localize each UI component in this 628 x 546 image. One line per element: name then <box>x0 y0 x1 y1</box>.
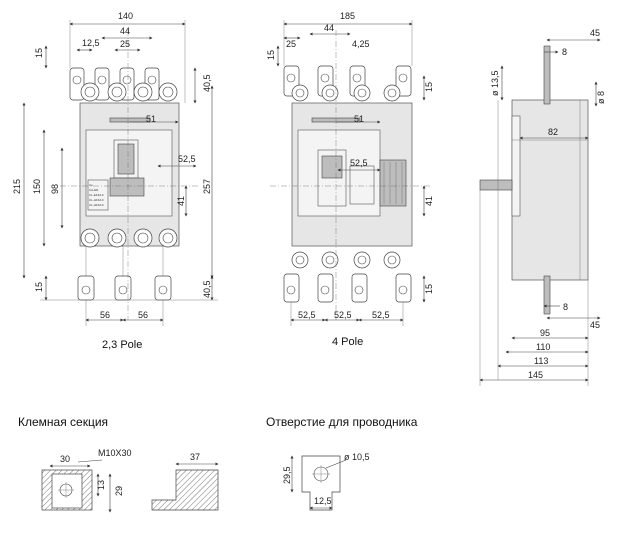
dim-52-5-p1: 52,5 <box>298 310 316 320</box>
dim-d10-5: ø 10,5 <box>344 452 370 462</box>
side-bottom-terminal <box>543 275 551 315</box>
dim-185: 185 <box>340 11 355 21</box>
dim-52-5-p2: 52,5 <box>334 310 352 320</box>
dim-15-bottom-4: 15 <box>424 284 434 294</box>
dim-113: 113 <box>534 356 548 366</box>
dim-12-5: 12,5 <box>82 38 100 48</box>
dim-13: 13 <box>96 480 106 490</box>
side-top-terminal <box>543 45 551 105</box>
nameplate-line-2: CA-ER <box>89 188 99 192</box>
nameplate-23 <box>87 179 109 211</box>
caption-4-pole: 4 Pole <box>332 336 363 348</box>
dim-8-bottom: 8 <box>563 302 568 312</box>
view-front-4-pole: 185 25 44 4,25 15 15 51 52,5 41 15 52,5 … <box>266 11 434 348</box>
terminal-section: Клемная секция 30 M10X30 13 29 37 <box>18 415 219 513</box>
terminal-section-title: Клемная секция <box>18 415 108 429</box>
terminal-slot <box>51 473 83 509</box>
side-body <box>511 99 589 281</box>
dim-215: 215 <box>12 179 22 194</box>
view-side: 45 8 ø 13,5 ø 8 82 8 45 95 110 113 145 <box>479 28 606 386</box>
side-module-4 <box>379 159 407 207</box>
dim-40-5-bottom: 40,5 <box>202 280 212 298</box>
dim-110: 110 <box>536 342 550 352</box>
dim-12-5-hole: 12,5 <box>314 496 332 506</box>
dim-d13-5: ø 13,5 <box>490 70 500 96</box>
handle-slot-23 <box>109 117 151 123</box>
dim-15-bottom-23: 15 <box>34 282 44 292</box>
bottom-tab-3 <box>154 275 172 301</box>
dim-52-5-4: 52,5 <box>350 158 368 168</box>
dim-40-5-top: 40,5 <box>202 74 212 92</box>
dim-25-4: 25 <box>286 39 296 49</box>
dim-15-top-4: 15 <box>266 50 276 60</box>
dim-52-5-p3: 52,5 <box>372 310 390 320</box>
caption-2-3-pole: 2,3 Pole <box>102 339 142 351</box>
dim-29: 29 <box>114 486 124 496</box>
nameplate-line-4: CL-HF10-F <box>89 198 104 202</box>
dim-37: 37 <box>190 452 200 462</box>
dim-41-23: 41 <box>176 196 186 206</box>
side-handle <box>479 179 513 191</box>
dim-52-5-23: 52,5 <box>178 154 196 164</box>
side-front-step <box>511 115 521 217</box>
dim-56-right: 56 <box>138 310 148 320</box>
dim-8-top: 8 <box>562 47 567 57</box>
dim-150: 150 <box>32 179 42 194</box>
dim-4-25: 4,25 <box>352 39 370 49</box>
dim-140: 140 <box>118 11 133 21</box>
nameplate-line-5: CL-HF10-F <box>89 203 104 207</box>
dim-82: 82 <box>548 127 558 137</box>
dim-15-right-4: 15 <box>424 82 434 92</box>
bottom-tab-2 <box>114 275 132 301</box>
dim-44-4: 44 <box>324 23 334 33</box>
toggle-lever-23 <box>117 143 135 175</box>
trip-unit-23 <box>109 177 145 197</box>
dim-29-5: 29,5 <box>282 466 292 484</box>
dim-56-left: 56 <box>100 310 110 320</box>
dim-d8: ø 8 <box>596 91 606 104</box>
dim-44-23: 44 <box>120 26 130 36</box>
bottom-tab-1 <box>77 275 95 301</box>
terminal-block-side <box>151 469 219 511</box>
dim-145: 145 <box>528 370 543 380</box>
dim-25-23: 25 <box>120 39 130 49</box>
dim-257: 257 <box>202 179 212 194</box>
nameplate-line-1: Ce <box>89 183 93 187</box>
conductor-hole-title: Отверстие для проводника <box>266 415 418 429</box>
dim-15-top-23: 15 <box>34 48 44 58</box>
nameplate-4 <box>349 165 375 205</box>
dim-41-4: 41 <box>424 196 434 206</box>
dim-45-bottom: 45 <box>590 320 600 330</box>
dim-98: 98 <box>50 184 60 194</box>
dim-30: 30 <box>60 454 70 464</box>
dim-45-top: 45 <box>590 28 600 38</box>
toggle-lever-4 <box>321 155 343 179</box>
nameplate-line-3: CL-EF10-F <box>89 193 104 197</box>
view-front-2-3-pole: Ce CA-ER CL-EF10-F CL-HF10-F CL-HF10-F <box>12 11 218 351</box>
dim-95: 95 <box>540 328 550 338</box>
dim-51-4: 51 <box>354 114 364 124</box>
dim-51-23: 51 <box>146 114 156 124</box>
conductor-hole-section: Отверстие для проводника ø 10,5 29,5 12,… <box>266 415 418 511</box>
dim-m10x30: M10X30 <box>98 448 132 458</box>
